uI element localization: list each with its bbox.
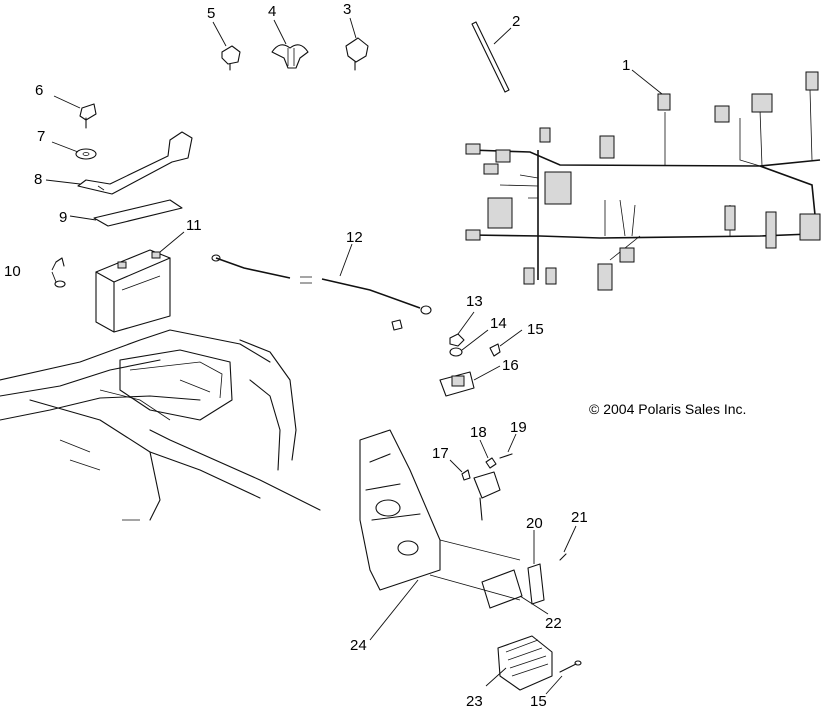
callout-22: 22 — [545, 615, 562, 632]
callout-17: 17 — [432, 445, 449, 462]
part-13-nut — [449, 333, 465, 347]
part-1-wiring-harness — [465, 71, 821, 291]
part-19-screw — [499, 453, 513, 459]
part-24-panel — [359, 429, 521, 601]
part-2-rod — [471, 21, 510, 93]
callout-16: 16 — [502, 357, 519, 374]
callout-5: 5 — [207, 5, 215, 22]
callout-21: 21 — [571, 509, 588, 526]
callout-15b: 15 — [530, 693, 547, 710]
callout-10: 10 — [4, 263, 21, 280]
part-16-relay-plate — [439, 371, 475, 397]
part-15-screw — [559, 660, 582, 673]
copyright-text: © 2004 Polaris Sales Inc. — [589, 401, 746, 417]
callout-8: 8 — [34, 171, 42, 188]
part-20-fuse-holder — [527, 563, 545, 605]
callout-11: 11 — [186, 217, 202, 234]
part-17-bolt — [461, 469, 471, 481]
part-18-nut — [485, 457, 497, 469]
part-5-connector — [221, 45, 241, 71]
callout-3: 3 — [343, 1, 351, 18]
callout-1: 1 — [622, 57, 630, 74]
callout-20: 20 — [526, 515, 543, 532]
callout-18: 18 — [470, 424, 487, 441]
callout-4: 4 — [268, 3, 276, 20]
part-6-bolt — [79, 103, 97, 129]
part-3-connector — [345, 37, 369, 71]
callout-7: 7 — [37, 128, 45, 145]
solenoid — [473, 471, 501, 521]
frame — [0, 329, 321, 521]
part-9-pad — [93, 199, 183, 227]
part-10-fasteners — [54, 257, 66, 288]
part-12-cable — [211, 254, 432, 331]
part-11-battery — [95, 249, 171, 333]
callout-6: 6 — [35, 82, 43, 99]
callout-24: 24 — [350, 637, 367, 654]
callout-12: 12 — [346, 229, 363, 246]
part-22-cover — [481, 569, 523, 609]
callout-2: 2 — [512, 13, 520, 30]
part-23-regulator — [497, 635, 553, 691]
callout-14: 14 — [490, 315, 507, 332]
part-4-clip — [271, 44, 309, 69]
part-14-washer — [449, 347, 463, 357]
callout-9: 9 — [59, 209, 67, 226]
callout-19: 19 — [510, 419, 527, 436]
part-21-fuse — [559, 553, 567, 561]
callout-13: 13 — [466, 293, 483, 310]
callout-15a: 15 — [527, 321, 544, 338]
part-8-bracket — [77, 131, 193, 195]
part-7-washer — [75, 148, 97, 160]
part-15-bolt — [489, 343, 501, 357]
callout-23: 23 — [466, 693, 483, 710]
